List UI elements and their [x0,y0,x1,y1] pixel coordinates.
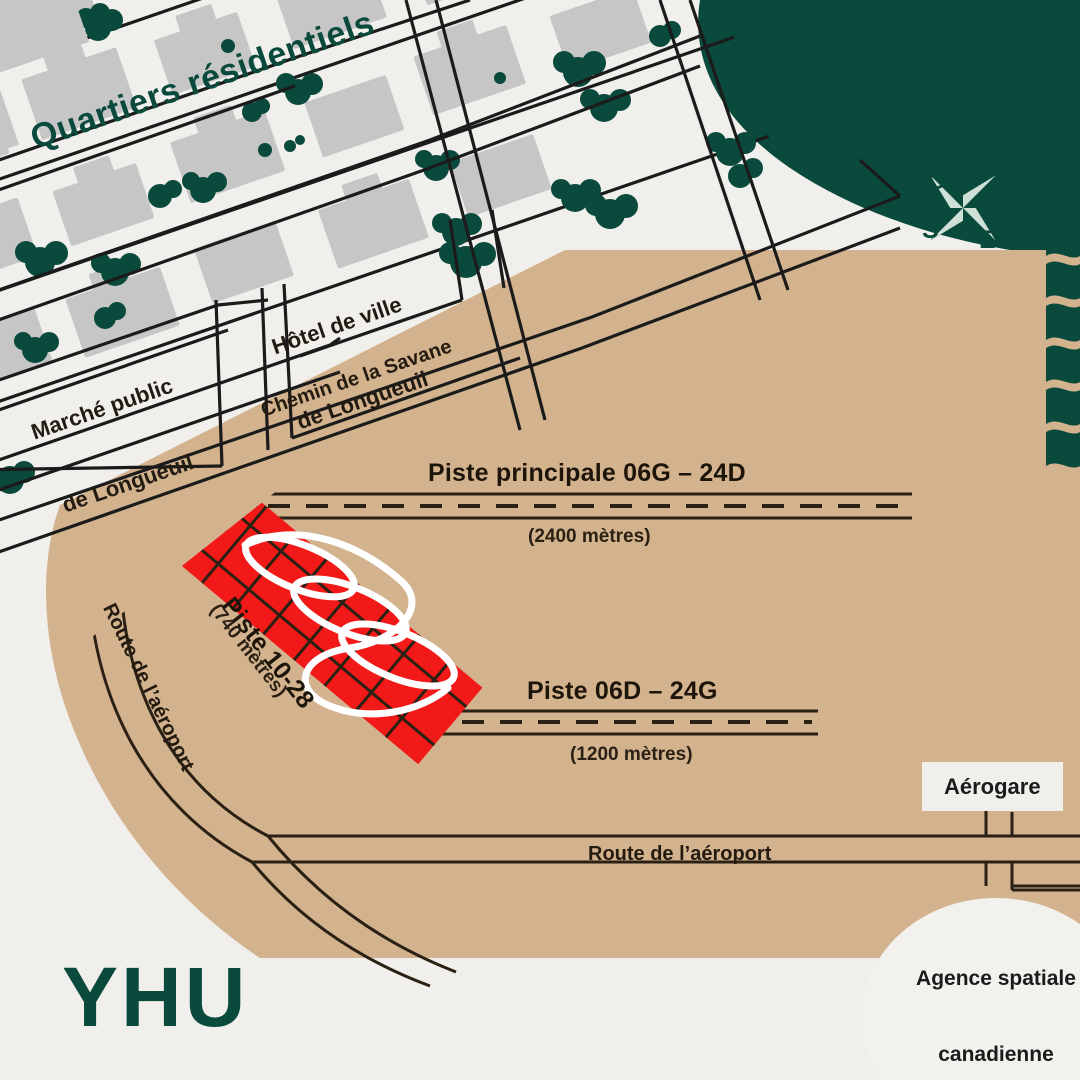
marche-public-block [0,0,89,140]
facility-access-roads [984,810,1080,892]
wavy-stripe-decoration [1046,219,1080,468]
compass-label-west: O [927,167,947,195]
compass-label-north: N [989,176,1008,204]
airfield-contents [86,487,1080,988]
closure-scribble-annotation [241,531,458,718]
civic-streets [0,158,902,492]
road-route-aeroport-main [352,834,1080,864]
compass-label-east: E [979,226,996,254]
compass-rose-icon [930,175,996,241]
airfield-area [46,250,1080,1055]
airport-code-logo: YHU [62,950,249,1044]
airfield-boundary-arcs [250,835,457,988]
chemin-savane-line [0,194,901,554]
upper-diagonal-streets [0,0,790,431]
compass-label-south: S [922,216,939,244]
